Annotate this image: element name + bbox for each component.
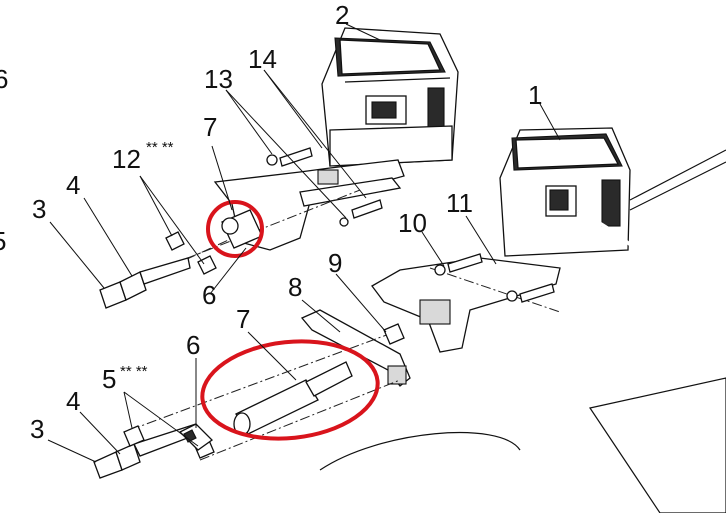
- clip-lower: [178, 423, 214, 451]
- bolts-right: [434, 253, 555, 303]
- nuts-12: [165, 231, 217, 275]
- axis-line: [169, 189, 361, 266]
- callout-3-upper: 3: [32, 194, 46, 224]
- callout-10: 10: [398, 208, 427, 238]
- axis-line: [429, 267, 561, 313]
- leader-lines: [47, 23, 561, 463]
- callout-8: 8: [288, 272, 302, 302]
- callout-9: 9: [328, 248, 342, 278]
- callout-5: 5: [102, 364, 116, 394]
- callout-6-lower: 6: [186, 330, 200, 360]
- axis-line: [129, 329, 401, 431]
- edge-fragment-mid: 5: [0, 226, 6, 256]
- spacer-upper: [221, 209, 263, 249]
- edge-fragment-top: 6: [0, 64, 8, 94]
- highlight-lower-spacer: [200, 339, 380, 441]
- bolt-upper: [99, 257, 191, 309]
- callout-3-lower: 3: [30, 414, 44, 444]
- spacer-lower: [233, 361, 353, 436]
- monitor-2: [321, 27, 459, 167]
- monitor-1: [499, 127, 726, 257]
- highlight-upper-spacer: [206, 200, 264, 258]
- callout-5-note: ** **: [120, 363, 148, 380]
- callout-4-upper: 4: [66, 170, 80, 200]
- callout-6-upper: 6: [202, 280, 216, 310]
- nuts-13: [266, 147, 383, 227]
- callout-7-upper: 7: [203, 112, 217, 142]
- callout-1: 1: [528, 80, 542, 110]
- callout-7-lower: 7: [236, 304, 250, 334]
- nut-9: [383, 323, 405, 345]
- callout-4-lower: 4: [66, 386, 80, 416]
- callout-11: 11: [446, 188, 473, 218]
- callout-13: 13: [204, 64, 233, 94]
- clamp-plate: [300, 309, 411, 387]
- callout-2: 2: [335, 0, 349, 30]
- manual-sheet: [589, 377, 726, 513]
- callout-12: 12: [112, 144, 141, 174]
- callout-14: 14: [248, 44, 277, 74]
- callout-12-note: ** **: [146, 139, 174, 156]
- cable: [312, 210, 675, 503]
- cable-loop: [319, 431, 521, 471]
